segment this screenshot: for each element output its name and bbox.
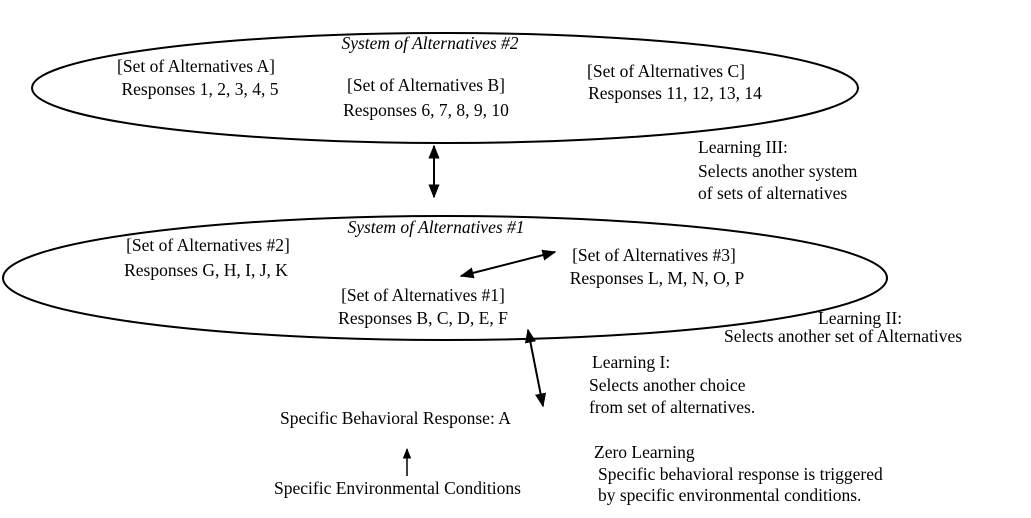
set1-label: [Set of Alternatives #1]	[341, 285, 505, 305]
learning1-arrow	[524, 328, 547, 408]
system2-ellipse	[31, 32, 859, 144]
learning3-line2: of sets of alternatives	[698, 183, 847, 203]
learning2-line1: Selects another set of Alternatives	[724, 326, 962, 346]
learning3-line1: Selects another system	[698, 161, 858, 181]
zero-learning-line1: Specific behavioral response is triggere…	[598, 464, 883, 484]
learning1-title: Learning I:	[592, 352, 670, 372]
zero-learning-title: Zero Learning	[594, 442, 695, 462]
set3-responses: Responses L, M, N, O, P	[570, 268, 745, 288]
set1-responses: Responses B, C, D, E, F	[338, 308, 508, 328]
set-a-label: [Set of Alternatives A]	[117, 56, 275, 76]
learning2-arrow	[459, 249, 557, 279]
set-b-responses: Responses 6, 7, 8, 9, 10	[343, 100, 509, 120]
learning2-title: Learning II:	[818, 308, 902, 328]
learning1-line2: from set of alternatives.	[589, 397, 755, 417]
behavioral-response: Specific Behavioral Response: A	[280, 408, 511, 428]
environmental-conditions: Specific Environmental Conditions	[274, 478, 521, 498]
set2-responses: Responses G, H, I, J, K	[124, 260, 288, 280]
system1-title: System of Alternatives #1	[347, 217, 524, 237]
set-b-label: [Set of Alternatives B]	[347, 75, 505, 95]
system2-title: System of Alternatives #2	[341, 33, 518, 53]
set-a-responses: Responses 1, 2, 3, 4, 5	[121, 79, 278, 99]
learning3-title: Learning III:	[698, 137, 788, 157]
learning1-line1: Selects another choice	[589, 375, 746, 395]
system1-ellipse	[2, 215, 888, 341]
set-c-label: [Set of Alternatives C]	[587, 61, 745, 81]
set-c-responses: Responses 11, 12, 13, 14	[588, 83, 762, 103]
set2-label: [Set of Alternatives #2]	[126, 235, 290, 255]
set3-label: [Set of Alternatives #3]	[572, 245, 736, 265]
zero-learning-line2: by specific environmental conditions.	[598, 485, 861, 505]
